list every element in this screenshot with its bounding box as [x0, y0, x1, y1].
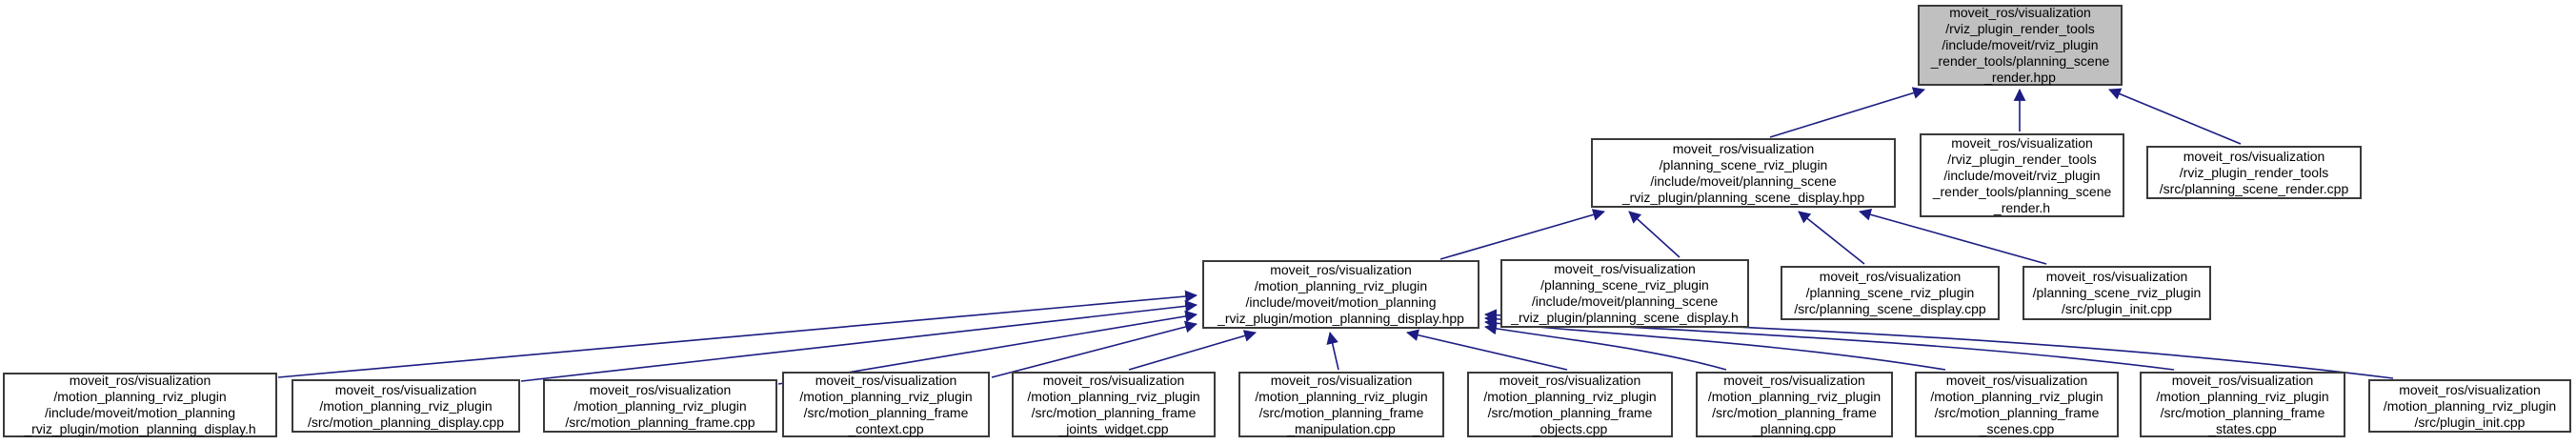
node-motion-planning-frame-joints-widget-cpp[interactable]: moveit_ros/visualization /motion_plannin… — [1012, 372, 1216, 437]
edge-planning-scene-display-hpp-to-planning-scene-render-hpp — [1769, 87, 1925, 138]
node-motion-planning-frame-context-cpp[interactable]: moveit_ros/visualization /motion_plannin… — [782, 372, 990, 437]
node-planning-scene-display-h[interactable]: moveit_ros/visualization /planning_scene… — [1500, 259, 1749, 328]
edge-planning-scene-render-cpp-to-planning-scene-render-hpp — [2108, 88, 2242, 145]
edge-planning-scene-display-h-to-planning-scene-display-hpp — [1628, 211, 1680, 258]
node-motion-planning-frame-planning-cpp[interactable]: moveit_ros/visualization /motion_plannin… — [1696, 372, 1893, 437]
edge-motion-planning-display-hpp-to-planning-scene-display-hpp — [1439, 209, 1605, 260]
node-planning-scene-render-hpp[interactable]: moveit_ros/visualization /rviz_plugin_re… — [1918, 5, 2123, 86]
node-motion-planning-frame-states-cpp[interactable]: moveit_ros/visualization /motion_plannin… — [2140, 372, 2345, 437]
edge-planning-scene-display-cpp-to-planning-scene-display-hpp — [1798, 211, 1865, 265]
edge-motion-planning-frame-objects-cpp-to-motion-planning-display-hpp — [1406, 329, 1568, 371]
edge-motion-planning-frame-planning-cpp-to-motion-planning-display-hpp — [1484, 322, 1727, 371]
node-motion-planning-display-cpp[interactable]: moveit_ros/visualization /motion_plannin… — [292, 379, 520, 433]
edge-motion-planning-frame-manipulation-cpp-to-motion-planning-display-hpp — [1326, 332, 1339, 371]
edge-planning-scene-plugin-init-cpp-to-planning-scene-display-hpp — [1859, 209, 2047, 265]
node-planning-scene-render-cpp[interactable]: moveit_ros/visualization /rviz_plugin_re… — [2146, 146, 2362, 199]
node-motion-planning-plugin-init-cpp[interactable]: moveit_ros/visualization /motion_plannin… — [2368, 379, 2571, 433]
node-motion-planning-frame-cpp[interactable]: moveit_ros/visualization /motion_plannin… — [543, 379, 777, 433]
node-planning-scene-plugin-init-cpp[interactable]: moveit_ros/visualization /planning_scene… — [2023, 266, 2211, 320]
edge-motion-planning-display-h-to-motion-planning-display-hpp — [277, 290, 1197, 378]
node-motion-planning-frame-objects-cpp[interactable]: moveit_ros/visualization /motion_plannin… — [1467, 372, 1673, 437]
edge-motion-planning-display-cpp-to-motion-planning-display-hpp — [520, 299, 1197, 382]
node-planning-scene-display-cpp[interactable]: moveit_ros/visualization /planning_scene… — [1781, 266, 2000, 320]
node-planning-scene-render-h[interactable]: moveit_ros/visualization /rviz_plugin_re… — [1920, 133, 2124, 217]
edge-motion-planning-frame-joints-widget-cpp-to-motion-planning-display-hpp — [1128, 330, 1257, 371]
node-motion-planning-display-h[interactable]: moveit_ros/visualization /motion_plannin… — [3, 373, 277, 437]
node-motion-planning-frame-manipulation-cpp[interactable]: moveit_ros/visualization /motion_plannin… — [1238, 372, 1444, 437]
node-planning-scene-display-hpp[interactable]: moveit_ros/visualization /planning_scene… — [1591, 138, 1896, 208]
edge-motion-planning-frame-context-cpp-to-motion-planning-display-hpp — [991, 320, 1197, 378]
node-motion-planning-frame-scenes-cpp[interactable]: moveit_ros/visualization /motion_plannin… — [1915, 372, 2119, 437]
node-motion-planning-display-hpp[interactable]: moveit_ros/visualization /motion_plannin… — [1202, 260, 1479, 329]
edge-motion-planning-frame-scenes-cpp-to-motion-planning-display-hpp — [1484, 316, 1946, 371]
